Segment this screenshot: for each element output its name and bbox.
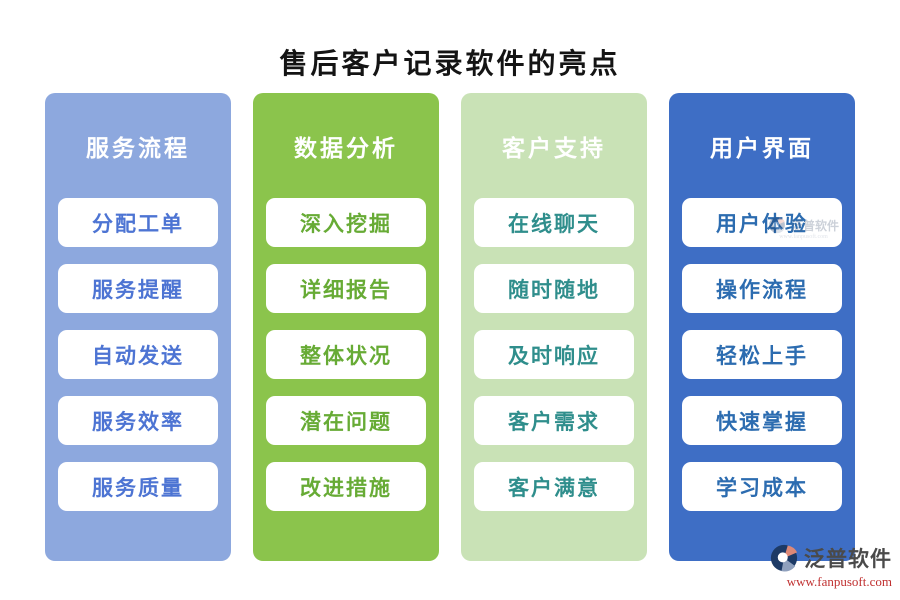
feature-card: 服务效率: [58, 396, 218, 445]
page-title: 售后客户记录软件的亮点: [279, 49, 621, 80]
feature-card: 深入挖掘: [266, 198, 426, 247]
feature-card: 分配工单: [58, 198, 218, 247]
card-list: 用户体验 操作流程 轻松上手 快速掌握 学习成本: [669, 198, 855, 511]
feature-card: 轻松上手: [682, 330, 842, 379]
feature-card: 操作流程: [682, 264, 842, 313]
feature-card: 服务质量: [58, 462, 218, 511]
feature-card: 客户满意: [474, 462, 634, 511]
brand-name: 泛普软件: [804, 547, 892, 571]
feature-card: 潜在问题: [266, 396, 426, 445]
feature-card: 快速掌握: [682, 396, 842, 445]
column-header: 用户界面: [710, 135, 814, 161]
column-header: 客户支持: [502, 135, 606, 161]
column-header: 服务流程: [86, 135, 190, 161]
feature-card: 用户体验: [682, 198, 842, 247]
brand-url: www.fanpusoft.com: [786, 574, 892, 589]
column-header: 数据分析: [294, 135, 398, 161]
column-user-interface: 用户界面 用户体验 操作流程 轻松上手 快速掌握 学习成本: [669, 93, 855, 561]
feature-card: 自动发送: [58, 330, 218, 379]
column-customer-support: 客户支持 在线聊天 随时随地 及时响应 客户需求 客户满意: [461, 93, 647, 561]
column-data-analysis: 数据分析 深入挖掘 详细报告 整体状况 潜在问题 改进措施: [253, 93, 439, 561]
feature-card: 服务提醒: [58, 264, 218, 313]
feature-card: 客户需求: [474, 396, 634, 445]
feature-card: 详细报告: [266, 264, 426, 313]
feature-card: 学习成本: [682, 462, 842, 511]
column-service-process: 服务流程 分配工单 服务提醒 自动发送 服务效率 服务质量: [45, 93, 231, 561]
feature-card: 改进措施: [266, 462, 426, 511]
feature-card: 整体状况: [266, 330, 426, 379]
fanpu-logo-icon: [769, 543, 799, 573]
feature-columns: 服务流程 分配工单 服务提醒 自动发送 服务效率 服务质量 数据分析 深入挖掘 …: [45, 93, 855, 561]
brand-watermark: 泛普软件 www.fanpusoft.com: [769, 543, 892, 590]
card-list: 深入挖掘 详细报告 整体状况 潜在问题 改进措施: [253, 198, 439, 511]
card-list: 在线聊天 随时随地 及时响应 客户需求 客户满意: [461, 198, 647, 511]
feature-card: 随时随地: [474, 264, 634, 313]
card-list: 分配工单 服务提醒 自动发送 服务效率 服务质量: [45, 198, 231, 511]
feature-card: 在线聊天: [474, 198, 634, 247]
feature-card: 及时响应: [474, 330, 634, 379]
